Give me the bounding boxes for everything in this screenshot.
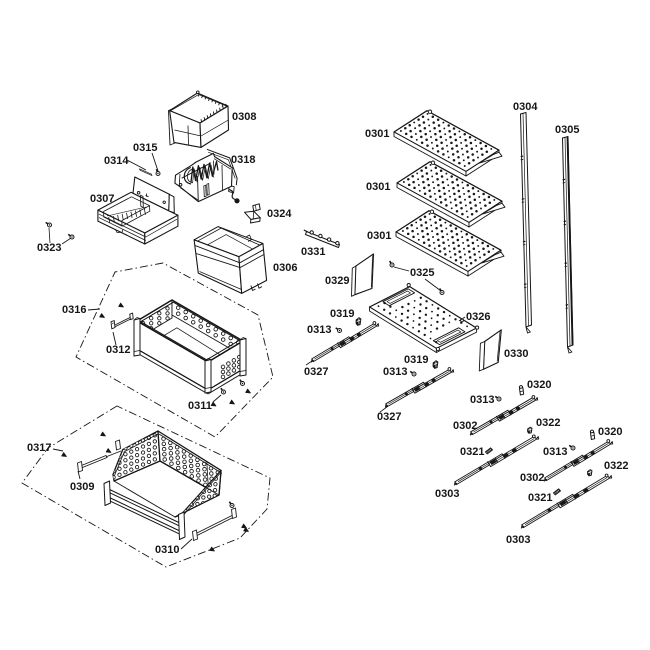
svg-text:0315: 0315 xyxy=(133,142,157,154)
svg-text:0316: 0316 xyxy=(62,304,86,316)
svg-text:0304: 0304 xyxy=(513,101,538,113)
svg-text:0327: 0327 xyxy=(304,366,328,378)
svg-text:0309: 0309 xyxy=(70,481,94,493)
svg-text:0314: 0314 xyxy=(104,155,129,167)
svg-text:0318: 0318 xyxy=(231,154,255,166)
svg-text:0313: 0313 xyxy=(470,394,494,406)
svg-text:0301: 0301 xyxy=(367,230,391,242)
svg-text:0313: 0313 xyxy=(383,366,407,378)
svg-text:0307: 0307 xyxy=(90,193,114,205)
svg-text:0319: 0319 xyxy=(330,308,354,320)
svg-text:0308: 0308 xyxy=(232,111,256,123)
svg-text:0321: 0321 xyxy=(528,492,552,504)
svg-text:0325: 0325 xyxy=(410,267,434,279)
svg-text:0320: 0320 xyxy=(598,426,622,438)
svg-text:0303: 0303 xyxy=(506,534,530,546)
svg-text:0322: 0322 xyxy=(604,460,628,472)
svg-text:0312: 0312 xyxy=(106,344,130,356)
svg-text:0324: 0324 xyxy=(267,208,292,220)
svg-text:0331: 0331 xyxy=(301,246,325,258)
svg-text:0310: 0310 xyxy=(155,544,179,556)
svg-text:0301: 0301 xyxy=(366,181,390,193)
svg-text:0302: 0302 xyxy=(453,420,477,432)
svg-text:0329: 0329 xyxy=(325,275,349,287)
svg-text:0319: 0319 xyxy=(404,354,428,366)
svg-text:0326: 0326 xyxy=(466,311,490,323)
svg-text:0322: 0322 xyxy=(536,417,560,429)
svg-text:0311: 0311 xyxy=(188,400,212,412)
svg-text:0323: 0323 xyxy=(37,242,61,254)
svg-text:0303: 0303 xyxy=(435,488,459,500)
svg-text:0317: 0317 xyxy=(27,442,51,454)
svg-text:0330: 0330 xyxy=(504,348,528,360)
svg-text:0301: 0301 xyxy=(365,128,389,140)
svg-text:0305: 0305 xyxy=(555,124,579,136)
svg-text:0313: 0313 xyxy=(307,324,331,336)
svg-text:0302: 0302 xyxy=(520,472,544,484)
svg-text:0320: 0320 xyxy=(527,379,551,391)
svg-text:0321: 0321 xyxy=(460,446,484,458)
svg-text:0313: 0313 xyxy=(543,446,567,458)
svg-text:0306: 0306 xyxy=(273,262,297,274)
svg-text:0327: 0327 xyxy=(377,411,401,423)
